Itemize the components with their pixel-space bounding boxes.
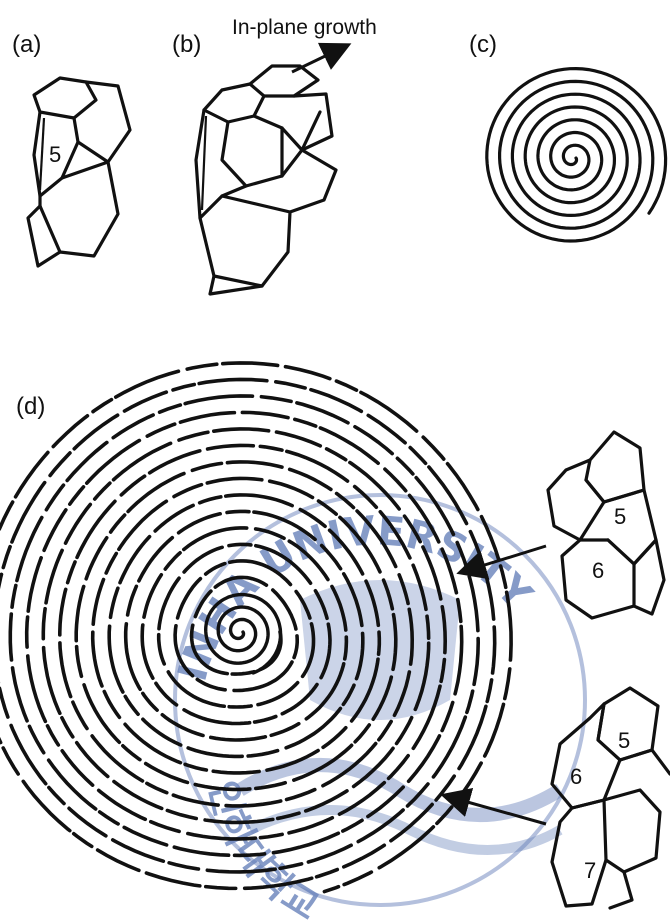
panel-b-label: (b)	[172, 31, 201, 58]
panel-a-molecule	[28, 78, 130, 266]
inset-top-ring-5: 5	[614, 504, 626, 529]
inset-bottom-ring-6: 6	[570, 764, 582, 789]
panel-b-molecule	[196, 66, 336, 294]
panel-d-label: (d)	[16, 393, 45, 420]
growth-arrow	[292, 46, 346, 72]
panel-c-spiral	[487, 69, 666, 241]
inset-top-ring-6: 6	[592, 558, 604, 583]
growth-annotation: In-plane growth	[232, 16, 377, 39]
panel-a-ring-label: 5	[49, 142, 61, 167]
inset-bottom-ring-5: 5	[618, 728, 630, 753]
inset-bottom-ring-7: 7	[584, 858, 596, 883]
panel-a-label: (a)	[12, 31, 41, 58]
inset-top-molecule	[548, 432, 664, 618]
inset-bottom-molecule	[552, 688, 670, 908]
panel-c-label: (c)	[469, 31, 497, 58]
